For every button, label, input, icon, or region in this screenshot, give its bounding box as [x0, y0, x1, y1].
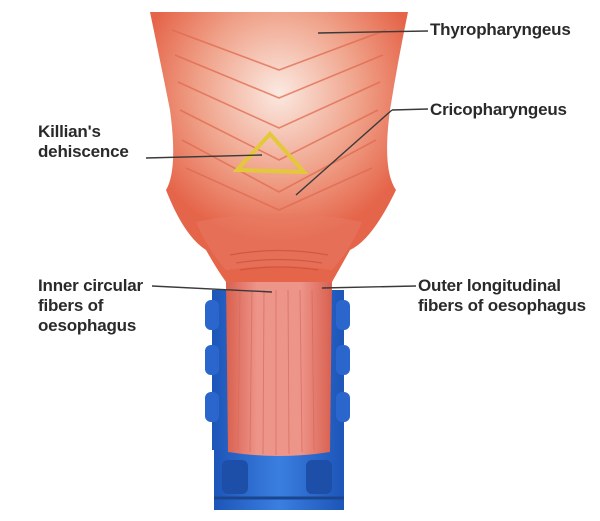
label-inner-line3: oesophagus: [38, 316, 143, 336]
label-cricopharyngeus: Cricopharyngeus: [430, 100, 567, 120]
oesophagus: [226, 282, 332, 456]
label-outer-longitudinal-fibers: Outer longitudinal fibers of oesophagus: [418, 276, 586, 316]
label-outer-line2: fibers of oesophagus: [418, 296, 586, 316]
label-thyropharyngeus: Thyropharyngeus: [430, 20, 571, 40]
label-cricopharyngeus-text: Cricopharyngeus: [430, 100, 567, 120]
label-killians-dehiscence: Killian's dehiscence: [38, 122, 129, 162]
label-killian-line2: dehiscence: [38, 142, 129, 162]
label-killian-line1: Killian's: [38, 122, 129, 142]
label-inner-line1: Inner circular: [38, 276, 143, 296]
label-inner-circular-fibers: Inner circular fibers of oesophagus: [38, 276, 143, 336]
label-inner-line2: fibers of: [38, 296, 143, 316]
label-outer-line1: Outer longitudinal: [418, 276, 586, 296]
label-thyropharyngeus-text: Thyropharyngeus: [430, 20, 571, 40]
